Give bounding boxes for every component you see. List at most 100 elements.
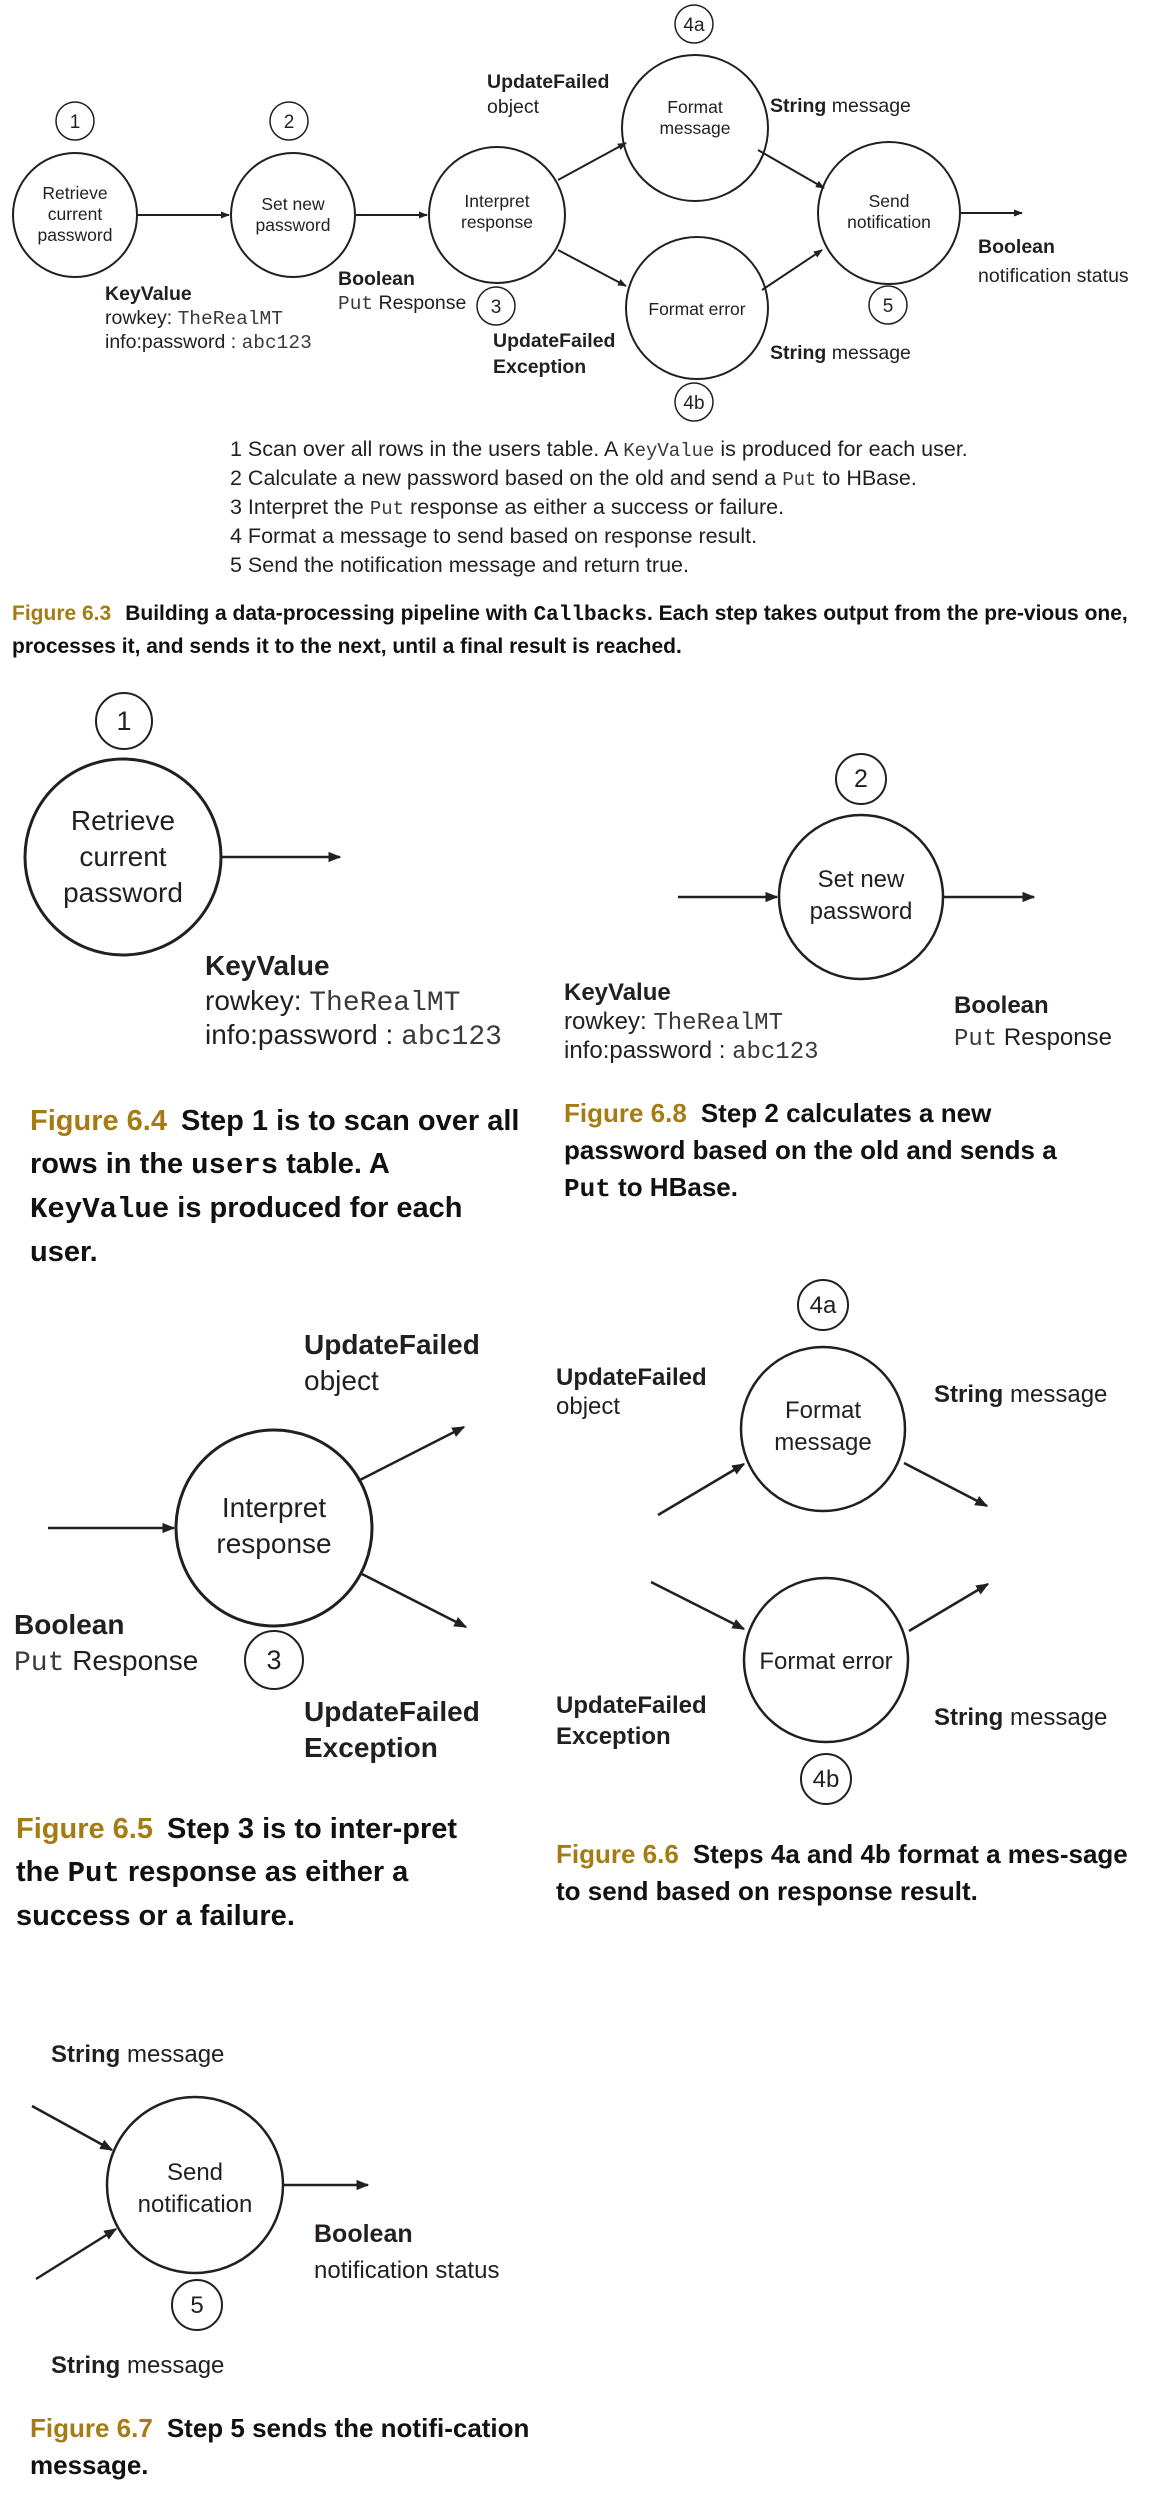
format-message-label-1: Format [667, 97, 723, 117]
figure-6-4-diagram [23, 692, 342, 957]
step-badge-2-large [835, 753, 887, 805]
put-response-label: Put Response [338, 292, 466, 315]
arrow-into-send-top [31, 2104, 114, 2152]
arrow-interpret-down [359, 1571, 468, 1629]
exception-fig65: Exception [304, 1732, 438, 1763]
set-new-password-node-large [777, 813, 945, 981]
set-new-password-node [230, 152, 356, 278]
keyvalue-large: KeyValue [205, 950, 330, 981]
password-label: info:password : abc123 [105, 331, 312, 354]
figure-6-5-diagram [48, 1425, 468, 1690]
format-message-large-2: message [774, 1429, 871, 1456]
retrieve-label-2: current [48, 204, 103, 224]
arrow-3-to-4a [557, 142, 627, 181]
object-fig65: object [304, 1365, 379, 1396]
set-new-label-1: Set new [261, 194, 325, 214]
arrow-into-format-error [650, 1580, 746, 1631]
interpret-label-2: response [461, 212, 533, 232]
object-fig66: object [556, 1393, 620, 1420]
string-message-fig66-top: String message [934, 1381, 1107, 1408]
step-badge-3-large [244, 1630, 304, 1690]
send-notification-node-large [105, 2095, 285, 2275]
arrow-out-of-format-error [908, 1582, 990, 1633]
boolean-fig67: Boolean [314, 2220, 413, 2248]
step-number-2: 2 [284, 112, 295, 133]
arrow-3-to-4b [557, 249, 627, 287]
send-notification-large-2: notification [138, 2191, 253, 2218]
step-badge-5-large [171, 2279, 223, 2331]
keyvalue-fig68: KeyValue [564, 979, 671, 1006]
retrieve-password-node-large [23, 757, 223, 957]
arrow-4a-to-5 [757, 149, 825, 189]
step-list-item-2: 2 Calculate a new password based on the … [230, 466, 917, 491]
interpret-label-1: Interpret [464, 191, 529, 211]
interpret-large-2: response [216, 1528, 331, 1559]
boolean-fig68: Boolean [954, 992, 1049, 1019]
step-list-item-4: 4 Format a message to send based on resp… [230, 524, 758, 548]
figure-number: Figure 6.7 [30, 2413, 153, 2443]
arrow-out-of-format-message [903, 1461, 989, 1508]
step-number-4b-large: 4b [813, 1766, 840, 1793]
figure-6-8-diagram [678, 753, 1036, 981]
retrieve-label-3: password [38, 225, 113, 245]
arrow-interpret-up [357, 1425, 466, 1483]
string-message-fig66-bottom: String message [934, 1704, 1107, 1731]
send-notification-label-1: Send [869, 191, 910, 211]
update-failed-fig66-bottom: UpdateFailed [556, 1692, 707, 1719]
step-number-4a: 4a [683, 15, 705, 36]
update-failed-fig66-top: UpdateFailed [556, 1364, 707, 1391]
boolean-label: Boolean [338, 268, 415, 290]
step-badge-3 [476, 286, 516, 326]
update-failed-fig65-bottom: UpdateFailed [304, 1696, 480, 1727]
interpret-response-node-large [174, 1428, 374, 1628]
retrieve-large-1: Retrieve [71, 805, 175, 836]
notification-status-fig67: notification status [314, 2257, 499, 2284]
figure-6-6-text: 4a 4b Format message Format error Update… [556, 1292, 1107, 1793]
string-message-top: String message [770, 95, 911, 117]
arrow-into-format-message [657, 1462, 746, 1517]
step-number-5: 5 [883, 296, 894, 317]
step-badge-5 [868, 285, 908, 325]
retrieve-large-3: password [63, 877, 183, 908]
step-list-item-3: 3 Interpret the Put response as either a… [230, 495, 785, 520]
notification-status-label: notification status [978, 265, 1129, 287]
boolean-out-label: Boolean [978, 236, 1055, 258]
figure-6-4-text: 1 Retrieve current password KeyValue row… [63, 706, 502, 1053]
figure-6-7-diagram [31, 2095, 370, 2331]
object-label: object [487, 96, 540, 118]
step-number-3-large: 3 [266, 1645, 281, 1675]
format-message-node [621, 54, 769, 202]
format-message-large-1: Format [785, 1397, 861, 1424]
step-number-2-large: 2 [854, 765, 868, 793]
step-number-5-large: 5 [190, 2292, 203, 2319]
retrieve-label-1: Retrieve [42, 183, 107, 203]
figure-number: Figure 6.8 [564, 1098, 687, 1128]
step-number-4a-large: 4a [810, 1292, 837, 1319]
update-failed-fig65-top: UpdateFailed [304, 1329, 480, 1360]
put-response-fig68: Put Response [954, 1024, 1112, 1053]
interpret-response-node [428, 146, 566, 284]
figure-6-3-text: Retrieve current password Set new passwo… [38, 15, 931, 414]
figure-6-8-text: 2 Set new password KeyValue rowkey: TheR… [564, 765, 1112, 1066]
figure-6-3-annotations: KeyValue rowkey: TheRealMT info:password… [105, 71, 1129, 378]
set-new-large-1: Set new [818, 866, 905, 893]
update-failed-object-label: UpdateFailed [487, 71, 609, 93]
interpret-large-1: Interpret [222, 1492, 326, 1523]
figure-number: Figure 6.5 [16, 1813, 153, 1845]
format-message-label-2: message [659, 118, 730, 138]
format-error-label: Format error [648, 299, 745, 319]
update-failed-exception-label: UpdateFailed [493, 330, 615, 352]
step-list-item-5: 5 Send the notification message and retu… [230, 553, 689, 577]
format-message-node-large [739, 1345, 907, 1513]
format-error-large: Format error [759, 1648, 892, 1675]
figure-6-5-text: 3 Interpret response UpdateFailed object… [14, 1329, 480, 1763]
set-new-large-2: password [810, 898, 913, 925]
step-badge-4a-large [797, 1279, 849, 1331]
step-badge-4b [674, 382, 714, 422]
step-number-1: 1 [70, 112, 81, 133]
figure-number: Figure 6.3 [12, 602, 112, 625]
